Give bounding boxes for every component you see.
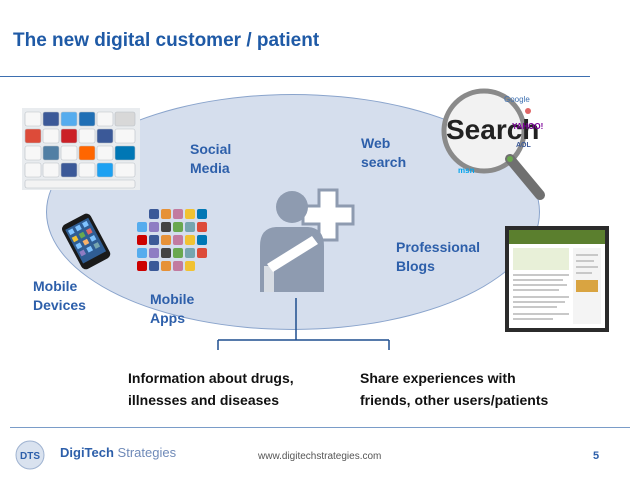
footer-divider: [10, 427, 630, 428]
page-number: 5: [593, 450, 599, 462]
output-information: Information about drugs, illnesses and d…: [128, 367, 294, 411]
logo-globe-icon: DTS: [14, 439, 54, 471]
digitech-logo: DTS DigiTech Strategies: [14, 439, 194, 471]
footer-url: www.digitechstrategies.com: [258, 451, 381, 462]
logo-name: DigiTech Strategies: [60, 445, 176, 460]
output-share-experiences: Share experiences with friends, other us…: [360, 367, 548, 411]
svg-text:DTS: DTS: [20, 451, 40, 462]
